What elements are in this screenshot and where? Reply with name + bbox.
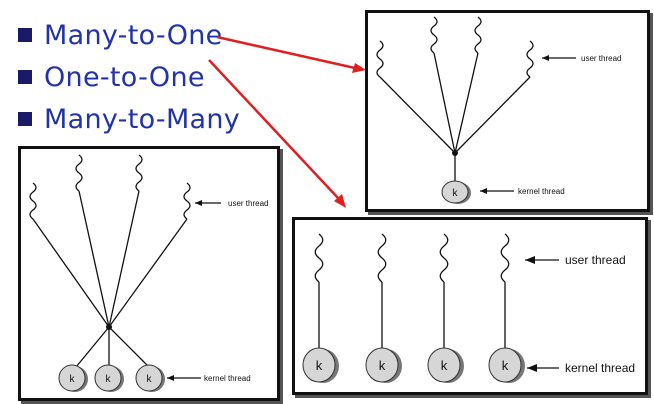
user-thread-label: user thread — [565, 253, 626, 267]
kernel-thread-k: k — [441, 358, 448, 373]
bullet-many-to-many: Many-to-Many — [18, 98, 240, 140]
user-thread-icon — [430, 16, 438, 54]
bullet-square-icon — [18, 70, 32, 84]
kernel-thread-k: k — [379, 358, 386, 373]
user-thread-icon — [377, 233, 387, 283]
user-thread-icon — [135, 154, 143, 192]
kernel-thread-k: k — [106, 374, 112, 385]
bullet-square-icon — [18, 112, 32, 126]
kernel-thread-label: kernel thread — [204, 374, 251, 383]
kernel-thread-k: k — [316, 358, 323, 373]
kernel-thread-k: k — [147, 374, 153, 385]
many-to-one-diagram: k user thread kernel thread — [365, 10, 650, 212]
user-thread-icon — [500, 233, 510, 283]
kernel-thread-label: kernel thread — [565, 361, 635, 375]
bullet-one-to-one: One-to-One — [18, 56, 240, 98]
user-thread-icon — [29, 182, 37, 220]
user-thread-label: user thread — [228, 199, 268, 208]
bullet-many-to-one: Many-to-One — [18, 14, 240, 56]
one-to-one-diagram: k k k k user thread kernel thread — [292, 217, 648, 395]
many-to-many-svg: k k k user thread kernel thread — [29, 154, 268, 392]
many-to-one-svg: k user thread kernel thread — [376, 16, 621, 204]
model-list: Many-to-One One-to-One Many-to-Many — [18, 14, 240, 140]
bullet-text: Many-to-Many — [44, 103, 241, 135]
kernel-thread-k: k — [502, 358, 509, 373]
user-thread-icon — [183, 182, 191, 220]
arrowhead-icon — [352, 63, 366, 73]
user-thread-icon — [376, 40, 384, 78]
user-thread-icon — [439, 233, 449, 283]
kernel-thread-k: k — [70, 374, 76, 385]
user-thread-icon — [474, 16, 482, 54]
user-thread-icon — [526, 40, 534, 78]
kernel-thread-label: kernel thread — [518, 187, 565, 196]
bullet-text: Many-to-One — [44, 19, 223, 51]
user-thread-icon — [75, 154, 83, 192]
kernel-thread-k: k — [453, 188, 459, 199]
bullet-text: One-to-One — [44, 61, 205, 93]
user-thread-icon — [314, 233, 324, 283]
many-to-many-diagram: k k k user thread kernel thread — [18, 146, 280, 401]
arrowhead-icon — [334, 194, 346, 208]
bullet-square-icon — [18, 28, 32, 42]
one-to-one-svg: k k k k user thread kernel thread — [302, 233, 635, 383]
user-thread-label: user thread — [581, 54, 621, 63]
